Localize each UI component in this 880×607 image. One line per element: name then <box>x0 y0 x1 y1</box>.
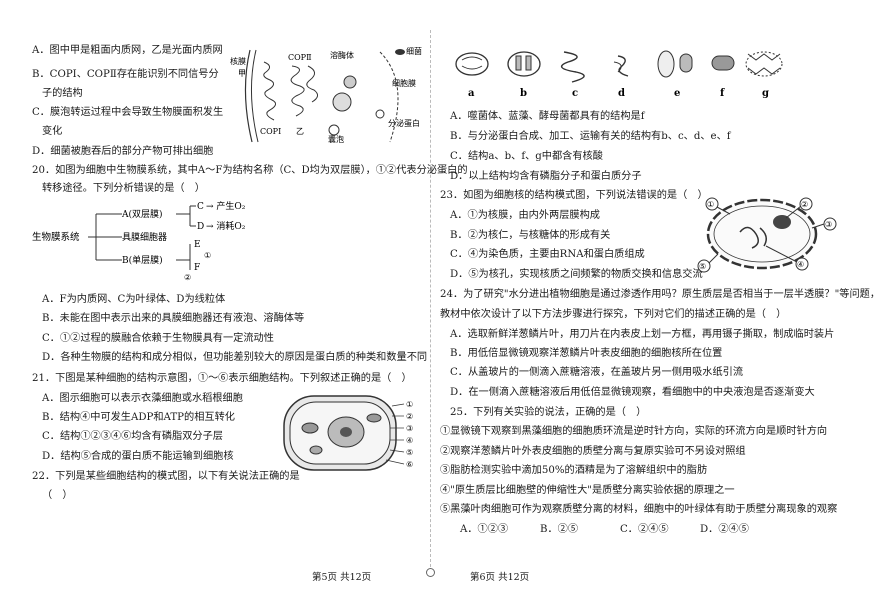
q19-label-secretory-protein: 分泌蛋白 <box>388 118 420 128</box>
q23-option-b: B．②为核仁，与核糖体的形成有关 <box>450 230 611 241</box>
q20-consume-o2: → 消耗O₂ <box>206 220 246 232</box>
q19-label-vesicle: 囊泡 <box>328 134 344 144</box>
q22-fig-f: f <box>720 88 725 99</box>
q25-item-4: ④"原生质层比细胞壁的伸缩性大"是质壁分离实验依据的原理之一 <box>440 485 735 496</box>
q21-label-3: ③ <box>406 424 413 433</box>
q20-node-E: E <box>194 240 201 250</box>
q21-label-6: ⑥ <box>406 460 413 469</box>
q19-label-nuclear-membrane: 核膜 <box>230 56 246 66</box>
q20-node-D: D <box>197 222 204 232</box>
q22-option-c: C．结构a、b、f、g中都含有核酸 <box>450 151 603 162</box>
q25-item-3: ③脂肪检测实验中滴加50%的酒精是为了溶解组织中的脂肪 <box>440 465 708 476</box>
q20-option-a: A．F为内质网、C为叶绿体、D为线粒体 <box>42 294 226 305</box>
q23-option-a: A．①为核膜，由内外两层膜构成 <box>450 210 600 221</box>
q22-fig-b: b <box>520 88 527 99</box>
q20-stem-2: 转移途径。下列分析错误的是（ ） <box>42 183 205 194</box>
q19-label-lysosome: 溶酶体 <box>330 50 354 60</box>
q21-option-c: C．结构①②③④⑥均含有磷脂双分子层 <box>42 431 223 442</box>
q24-option-b: B．用低倍显微镜观察洋葱鳞片叶表皮细胞的细胞核所在位置 <box>450 348 723 359</box>
q21-stem: 21．下图是某种细胞的结构示意图，①～⑥表示细胞结构。下列叙述正确的是（ ） <box>32 373 412 384</box>
q20-node-c: B(单层膜) <box>122 254 163 266</box>
q20-option-c: C．①②过程的膜融合依赖于生物膜具有一定流动性 <box>42 333 274 344</box>
q22-fig-e: e <box>674 88 680 99</box>
q21-label-5: ⑤ <box>406 448 413 457</box>
q19-vesicle-figure: 核膜 甲 COPⅡ 溶酶体 细菌 细胞膜 分泌蛋白 COPⅠ 乙 囊泡 <box>230 46 422 144</box>
q25-option-b: B．②⑤ <box>540 524 579 535</box>
q20-node-b: 具膜细胞器 <box>122 231 167 243</box>
q25-stem: 25．下列有关实验的说法，正确的是（ ） <box>450 407 647 418</box>
q25-option-a: A．①②③ <box>460 524 509 535</box>
q22-stem-2: （ ） <box>42 490 73 501</box>
q21-option-d: D．结构⑤合成的蛋白质不能运输到细胞核 <box>42 451 234 462</box>
q19-label-bacteria: 细菌 <box>406 46 422 56</box>
q25-item-1: ①显微镜下观察到黑藻细胞的细胞质环流是逆时针方向，实际的环流方向是顺时针方向 <box>440 426 828 437</box>
q20-option-d: D．各种生物膜的结构和成分相似，但功能差别较大的原因是蛋白质的种类和数量不同 <box>42 352 428 363</box>
q23-label-5: ⑤ <box>699 262 706 271</box>
q24-stem-1: 24．为了研究"水分进出植物细胞是通过渗透作用吗？原生质层是否相当于一层半透膜？… <box>440 289 880 300</box>
q21-label-4: ④ <box>406 436 413 445</box>
q19-option-b-cont: 子的结构 <box>42 88 83 99</box>
q23-option-d: D．⑤为核孔，实现核质之间频繁的物质交换和信息交流 <box>450 269 703 280</box>
q20-node-F: F <box>194 263 200 273</box>
q25-item-5: ⑤黑藻叶肉细胞可作为观察质壁分离的材料，细胞中的叶绿体有助于质壁分离现象的观察 <box>440 504 838 515</box>
q22-stem-1: 22．下列是某些细胞结构的模式图，以下有关说法正确的是 <box>32 471 300 482</box>
q22-fig-a: a <box>468 88 475 99</box>
q19-label-copii: COPⅡ <box>288 53 312 62</box>
q24-option-a: A．选取新鲜洋葱鳞片叶，用刀片在内表皮上划一方框，再用镊子撕取，制成临时装片 <box>450 329 835 340</box>
q20-mark-1: ① <box>204 251 211 260</box>
q19-option-b: B．COPⅠ、COPⅡ存在能识别不同信号分 <box>32 69 219 80</box>
q22-fig-c: c <box>572 88 578 99</box>
q21-cell-figure: ① ② ③ ④ ⑤ ⑥ <box>283 395 413 471</box>
page-fold-line <box>430 30 431 567</box>
q23-label-4: ④ <box>797 260 804 269</box>
footer-right-page-number: 第6页 共12页 <box>470 572 530 583</box>
q25-option-d: D．②④⑤ <box>700 524 749 535</box>
q19-label-copi: COPⅠ <box>260 127 281 136</box>
q22-option-d: D．以上结构均含有磷脂分子和蛋白质分子 <box>450 171 642 182</box>
q21-label-1: ① <box>406 400 413 409</box>
q19-label-cell-membrane: 细胞膜 <box>392 78 416 88</box>
q20-produce-o2: → 产生O₂ <box>206 200 246 212</box>
q19-option-c: C．膜泡转运过程中会导致生物膜面积发生 <box>32 107 224 118</box>
q21-option-b: B．结构④中可发生ADP和ATP的相互转化 <box>42 412 235 423</box>
q22-structures-figure: a b c d e f g <box>455 50 783 99</box>
q20-membrane-diagram: 生物膜系统 A(双层膜) 具膜细胞器 B(单层膜) C D → 产生O₂ → 消… <box>32 200 246 282</box>
q19-option-c-cont: 变化 <box>42 126 63 137</box>
q23-label-1: ① <box>707 200 714 209</box>
q25-item-2: ②观察洋葱鳞片叶外表皮细胞的质壁分离与复原实验可不另设对照组 <box>440 446 746 457</box>
q19-option-a: A．图中甲是粗面内质网，乙是光面内质网 <box>32 45 223 56</box>
q22-option-b: B．与分泌蛋白合成、加工、运输有关的结构有b、c、d、e、f <box>450 131 731 142</box>
q23-stem: 23．如图为细胞核的结构模式图，下列说法错误的是（ ） <box>440 190 708 201</box>
q23-option-c: C．④为染色质，主要由RNA和蛋白质组成 <box>450 249 645 260</box>
q20-node-C: C <box>197 202 204 212</box>
q19-label-yi: 乙 <box>296 127 304 136</box>
q24-option-c: C．从盖玻片的一侧滴入蔗糖溶液，在盖玻片另一侧用吸水纸引流 <box>450 367 744 378</box>
q19-label-jia: 甲 <box>238 69 246 78</box>
q23-label-2: ② <box>801 200 808 209</box>
q23-label-3: ③ <box>825 220 832 229</box>
q19-option-d: D．细菌被胞吞后的部分产物可排出细胞 <box>32 146 214 157</box>
q24-option-d: D．在一侧滴入蔗糖溶液后用低倍显微镜观察，看细胞中的中央液泡是否逐渐变大 <box>450 387 815 398</box>
q20-node-a: A(双层膜) <box>121 209 163 220</box>
q25-option-c: C．②④⑤ <box>620 524 669 535</box>
q20-root: 生物膜系统 <box>32 231 80 243</box>
q24-stem-2: 教材中依次设计了以下方法步骤进行探究，下列对它们的描述正确的是（ ） <box>440 309 787 320</box>
q20-option-b: B．未能在图中表示出来的具膜细胞器还有液泡、溶酶体等 <box>42 313 305 324</box>
q22-option-a: A．噬菌体、蓝藻、酵母菌都具有的结构是f <box>450 111 645 122</box>
binding-hole-icon <box>426 568 435 577</box>
q21-option-a: A．图示细胞可以表示衣藻细胞或水稻根细胞 <box>42 393 243 404</box>
q20-stem-1: 20．如图为细胞中生物膜系统，其中A～F为结构名称（C、D均为双层膜），①②代表… <box>32 165 468 176</box>
q20-mark-2: ② <box>184 273 191 282</box>
q22-fig-g: g <box>762 88 769 99</box>
q23-nucleus-figure: ① ② ③ ④ ⑤ <box>697 197 837 273</box>
q22-fig-d: d <box>618 88 625 99</box>
footer-left-page-number: 第5页 共12页 <box>312 572 372 583</box>
q21-label-2: ② <box>406 412 413 421</box>
